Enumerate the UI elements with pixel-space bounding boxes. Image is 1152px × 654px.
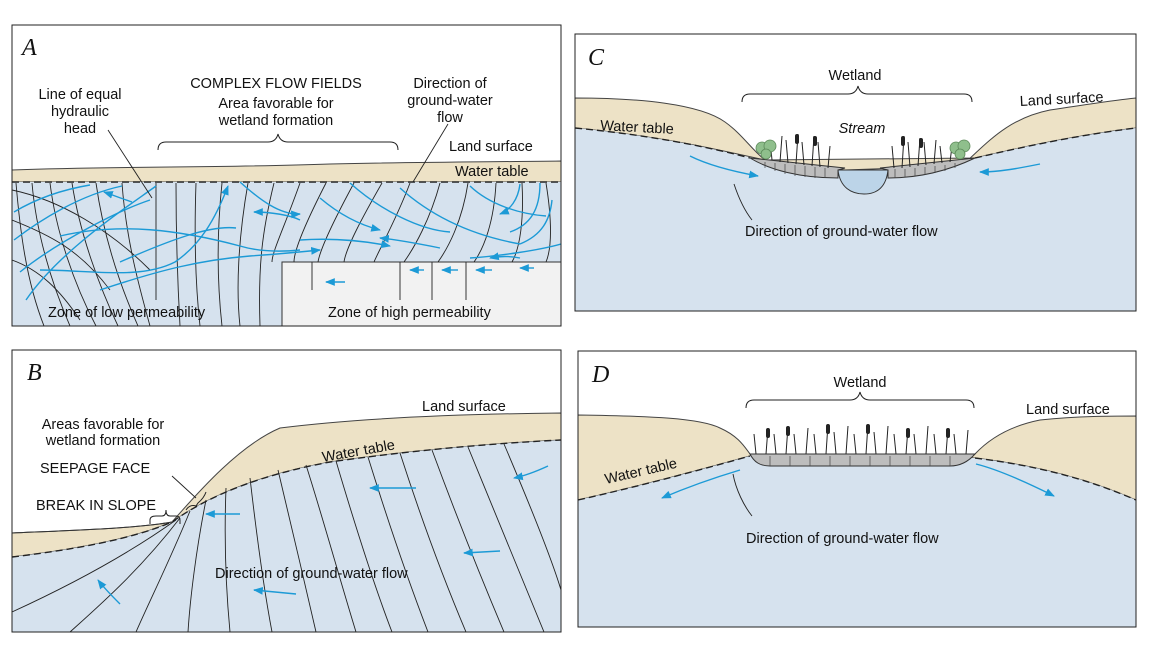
panel-d-letter: D: [591, 362, 609, 388]
panel-b-groundwater: [12, 440, 561, 632]
panel-c-water-table-line: [575, 127, 1136, 159]
panel-a-area-favorable-line2: wetland formation: [218, 113, 333, 129]
panel-c-letter: C: [588, 45, 605, 71]
panel-b: B Land surface Water table Areas favorab…: [11, 349, 562, 633]
panel-d-groundwater: [578, 456, 1136, 627]
panel-c-soil-hatching: [764, 162, 956, 178]
panel-d-wetland-soil: [749, 453, 977, 467]
panel-b-flow-label: Direction of ground-water flow: [215, 566, 408, 582]
panel-b-seepage-face-label: SEEPAGE FACE: [40, 461, 150, 477]
panel-b-frame: [11, 349, 562, 633]
panel-a: A COMPLEX FLOW FIELDS Area favorable for…: [11, 24, 562, 327]
panel-d-land-surface-label: Land surface: [1026, 402, 1110, 418]
panel-c-groundwater: [575, 128, 1136, 311]
panel-a-wetland-brace: [157, 133, 399, 151]
panel-b-areas-favorable-line1: Areas favorable for: [42, 417, 165, 433]
panel-c-stream-channel: [837, 169, 889, 195]
panel-c-wetland-label: Wetland: [829, 68, 882, 84]
panel-a-direction-line2: ground-water: [407, 93, 493, 109]
panel-c-water-table-label: Water table: [600, 118, 674, 138]
panel-a-high-permeability-zone: [281, 261, 561, 326]
panel-c-wetland-brace: [741, 85, 973, 103]
panel-c-stream-label: Stream: [839, 121, 886, 137]
panel-d-flow-leader: [732, 473, 753, 517]
panel-b-letter: B: [27, 360, 42, 386]
panel-a-letter: A: [20, 35, 37, 61]
panel-b-flow-arrows: [97, 465, 549, 605]
panel-d-land-surface: [578, 414, 1136, 501]
panel-b-water-table-line: [12, 439, 561, 558]
panel-d-water-table-line: [578, 455, 1136, 501]
panel-a-title: COMPLEX FLOW FIELDS: [190, 76, 362, 92]
panel-d-soil-hatching: [769, 456, 951, 466]
panel-a-direction-leader: [412, 123, 449, 183]
panel-a-direction-line1: Direction of: [413, 76, 487, 92]
panel-a-equal-head-line3: head: [64, 121, 96, 137]
panel-c-flow-leader: [733, 183, 753, 221]
panel-a-low-permeability-label: Zone of low permeability: [48, 305, 206, 321]
panel-c-flow-label: Direction of ground-water flow: [745, 224, 938, 240]
panel-a-land-surface: [12, 160, 561, 183]
panel-c-land-surface-label: Land surface: [1019, 90, 1104, 110]
panel-c-wetland-soil-right: [879, 157, 976, 179]
panel-d-wetland-brace: [745, 391, 975, 409]
panel-d-flow-label: Direction of ground-water flow: [746, 531, 939, 547]
panel-a-high-permeability-label: Zone of high permeability: [328, 305, 492, 321]
panel-d-frame: [577, 350, 1137, 628]
panel-c-frame: [574, 33, 1137, 312]
panel-a-water-table-label: Water table: [455, 164, 529, 180]
panel-a-equal-head-leader: [107, 129, 153, 199]
panel-b-break-brace: [149, 509, 181, 524]
panel-a-equal-head-line1: Line of equal: [38, 87, 121, 103]
panel-b-break-in-slope-label: BREAK IN SLOPE: [36, 498, 156, 514]
panel-d-flow-arrows: [661, 463, 1055, 499]
panel-a-land-surface-label: Land surface: [449, 139, 533, 155]
panel-c-wetland-soil: [749, 157, 846, 179]
panel-a-frame: [11, 24, 562, 327]
panel-b-areas-favorable-line2: wetland formation: [45, 433, 160, 449]
panel-c-flow-arrows: [689, 155, 1041, 179]
panel-c-vegetation: [755, 133, 971, 169]
panel-b-equipotential-lines: [12, 443, 561, 632]
panel-a-high-zone-arrows: [325, 264, 534, 286]
panel-c-land-surface: [575, 97, 1136, 171]
panel-b-land-surface-label: Land surface: [422, 399, 506, 415]
panel-a-equal-head-line2: hydraulic: [51, 104, 109, 120]
panel-d-wetland-label: Wetland: [834, 375, 887, 391]
panel-d: D Wetland Land surface Water table Direc…: [577, 350, 1137, 628]
panel-c: C Wetland Stream Land surface Water tabl…: [574, 33, 1137, 312]
panel-d-vegetation: [753, 423, 969, 455]
panel-a-area-favorable-line1: Area favorable for: [218, 96, 333, 112]
panel-b-seepage-brace: [185, 491, 207, 511]
panel-a-flow-lines: [13, 181, 561, 301]
panel-b-seepage-leader: [171, 475, 197, 499]
panel-a-direction-line3: flow: [437, 110, 463, 126]
